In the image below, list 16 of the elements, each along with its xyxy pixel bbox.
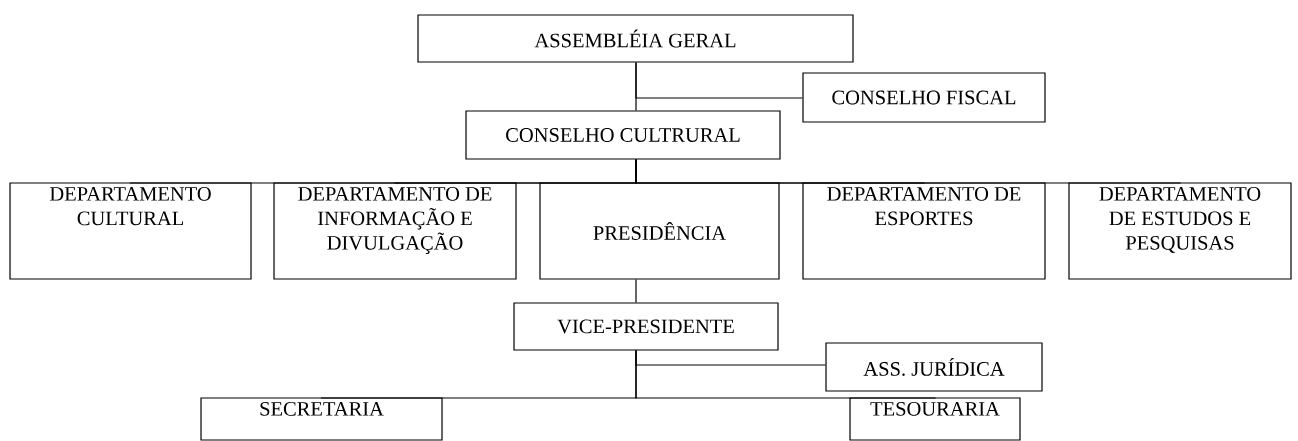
org-box: ASS. JURÍDICA: [825, 342, 1043, 392]
org-box: PRESIDÊNCIA: [539, 182, 780, 280]
org-box: DEPARTAMENTO CULTURAL: [9, 182, 252, 280]
org-box: DEPARTAMENTO DE ESTUDOS E PESQUISAS: [1068, 182, 1292, 280]
org-box: SECRETARIA: [200, 397, 443, 441]
org-box: CONSELHO FISCAL: [802, 72, 1046, 123]
org-box: TESOURARIA: [849, 397, 1021, 441]
org-box: CONSELHO CULTRURAL: [465, 110, 781, 160]
connector-line: [635, 279, 637, 303]
connector-line: [635, 62, 803, 99]
org-box: DEPARTAMENTO DE INFORMAÇÃO E DIVULGAÇÃO: [273, 182, 517, 280]
org-box: VICE-PRESIDENTE: [513, 302, 779, 351]
org-box: ASSEMBLÉIA GERAL: [417, 14, 854, 63]
connector-line: [635, 350, 936, 399]
connector-line: [635, 159, 1181, 184]
org-box: DEPARTAMENTO DE ESPORTES: [802, 182, 1046, 280]
